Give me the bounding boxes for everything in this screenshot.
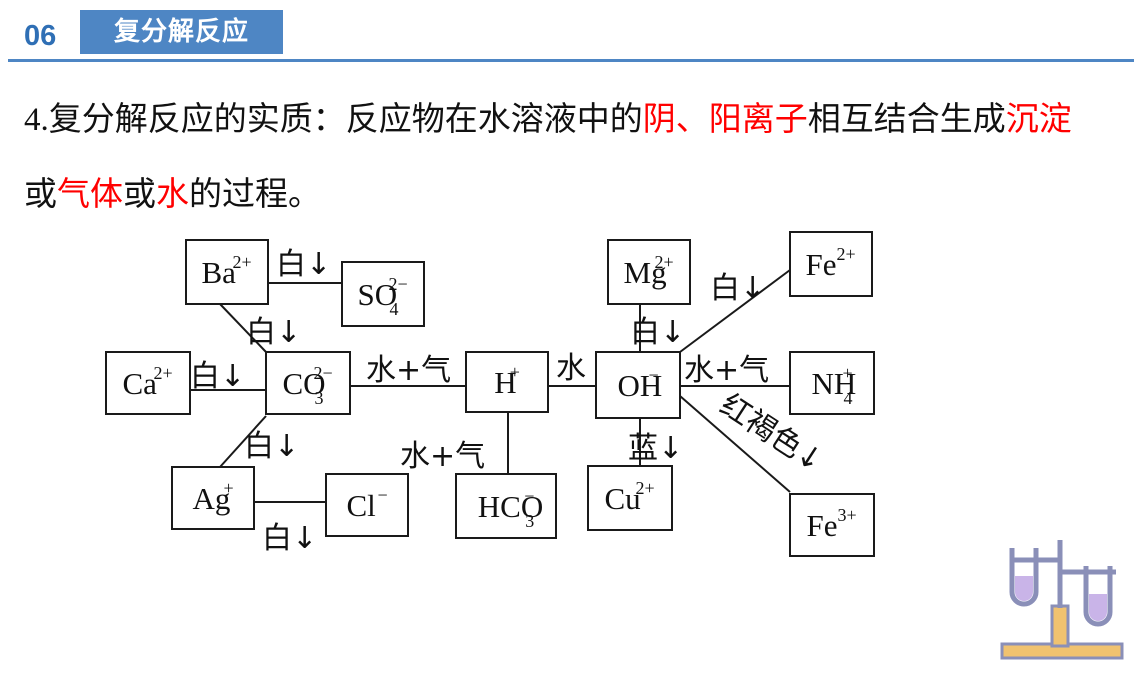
ion-box-ba: Ba2+: [185, 239, 269, 305]
connector-or-1: 或: [24, 174, 57, 213]
label-white-ppt: 白↓: [630, 315, 685, 350]
ion-box-mg: Mg2+: [607, 239, 691, 305]
label-white-ppt: 白↓: [190, 359, 245, 394]
ion-symbol: Mg: [624, 255, 667, 290]
section-number: 06: [24, 20, 57, 52]
ion-subscript: 4: [844, 388, 853, 408]
label-white-ppt: 白↓: [262, 521, 317, 556]
ion-subscript: 4: [390, 299, 399, 319]
ion-box-frame: [455, 473, 557, 539]
ion-box-oh: OH−: [595, 351, 681, 419]
ion-box-frame: [607, 239, 691, 305]
ion-charge: −: [378, 485, 388, 505]
connector-line: [219, 303, 267, 353]
ion-box-co3: CO2− 3: [265, 351, 351, 415]
label-white-ppt: 白↓: [246, 315, 301, 350]
definition-end: 的过程。: [189, 174, 321, 213]
highlight-gas: 气体: [57, 174, 123, 213]
ion-box-ag: Ag+: [171, 466, 255, 530]
ion-charge: −: [524, 486, 534, 506]
ion-box-frame: [265, 351, 351, 415]
ion-symbol: HCO: [478, 489, 543, 524]
definition-part-2: 相互结合生成: [807, 99, 1006, 138]
connector-line: [679, 395, 791, 493]
ion-box-ca: Ca2+: [105, 351, 191, 415]
ion-charge: 2−: [389, 274, 408, 294]
ion-box-frame: [341, 261, 425, 327]
ion-charge: 2−: [314, 363, 333, 383]
ion-box-cl: Cl−: [325, 473, 409, 537]
ion-box-frame: [587, 465, 673, 531]
ion-box-frame: [789, 231, 873, 297]
ion-charge: +: [510, 362, 520, 382]
ion-symbol: SO: [358, 277, 398, 312]
highlight-ions: 阴、阳离子: [642, 99, 808, 138]
ion-charge: 2+: [636, 478, 655, 498]
ion-box-frame: [789, 351, 875, 415]
ion-box-so4: SO2− 4: [341, 261, 425, 327]
ion-symbol: Ag: [193, 481, 231, 516]
ion-box-frame: [595, 351, 681, 419]
label-water: 水: [556, 351, 586, 386]
ion-charge: 3+: [838, 505, 857, 525]
label-blue-ppt: 蓝↓: [628, 431, 683, 466]
ion-box-frame: [325, 473, 409, 537]
test-tube-rack-icon: [1000, 540, 1124, 660]
ion-charge: +: [224, 478, 234, 498]
connector-line: [679, 269, 791, 353]
ion-charge: +: [843, 363, 853, 383]
ion-subscript: 3: [315, 388, 324, 408]
ion-charge: 2+: [154, 363, 173, 383]
label-white-ppt: 白↓: [276, 247, 331, 282]
label-water-gas: 水+气: [366, 353, 451, 388]
ion-symbol: OH: [618, 368, 663, 403]
ion-symbol: Cl: [347, 488, 376, 523]
ion-subscript: 3: [525, 511, 534, 531]
ion-box-frame: [465, 351, 549, 413]
ion-box-hco3: HCO− 3: [455, 473, 557, 539]
label-water-gas: 水+气: [400, 439, 485, 474]
ion-symbol: NH: [812, 366, 857, 401]
connector-or-2: 或: [123, 174, 156, 213]
ion-box-h: H+: [465, 351, 549, 413]
ion-symbol: Cu: [605, 481, 641, 516]
item-number: 4.: [24, 102, 49, 138]
ion-box-cu: Cu2+: [587, 465, 673, 531]
ion-box-frame: [105, 351, 191, 415]
ion-symbol: Fe: [807, 508, 838, 543]
definition-part-1: 复分解反应的实质：反应物在水溶液中的: [48, 99, 643, 138]
ion-box-frame: [185, 239, 269, 305]
label-water-gas: 水+气: [684, 353, 769, 388]
ion-symbol: Ca: [123, 366, 158, 401]
ion-charge: 2+: [655, 252, 674, 272]
ion-box-nh4: NH+4: [789, 351, 875, 415]
section-title: 复分解反应: [80, 10, 283, 54]
ion-symbol: CO: [283, 366, 326, 401]
connector-line: [219, 415, 267, 468]
label-white-ppt: 白↓: [244, 429, 299, 464]
ion-symbol: H: [494, 365, 516, 400]
definition-text: 4.复分解反应的实质：反应物在水溶液中的阴、阳离子相互结合生成沉淀或气体或水的过…: [24, 82, 1084, 231]
highlight-precipitate: 沉淀: [1005, 99, 1072, 138]
header-divider: [8, 59, 1134, 62]
label-white-ppt: 白↓: [710, 271, 765, 306]
ion-box-frame: [171, 466, 255, 530]
ion-symbol: Fe: [806, 247, 837, 282]
ion-symbol: Ba: [202, 255, 237, 290]
ion-charge: −: [649, 365, 659, 385]
highlight-water: 水: [156, 174, 189, 213]
ion-charge: 2+: [233, 252, 252, 272]
ion-charge: 2+: [837, 244, 856, 264]
ion-box-frame: [789, 493, 875, 557]
